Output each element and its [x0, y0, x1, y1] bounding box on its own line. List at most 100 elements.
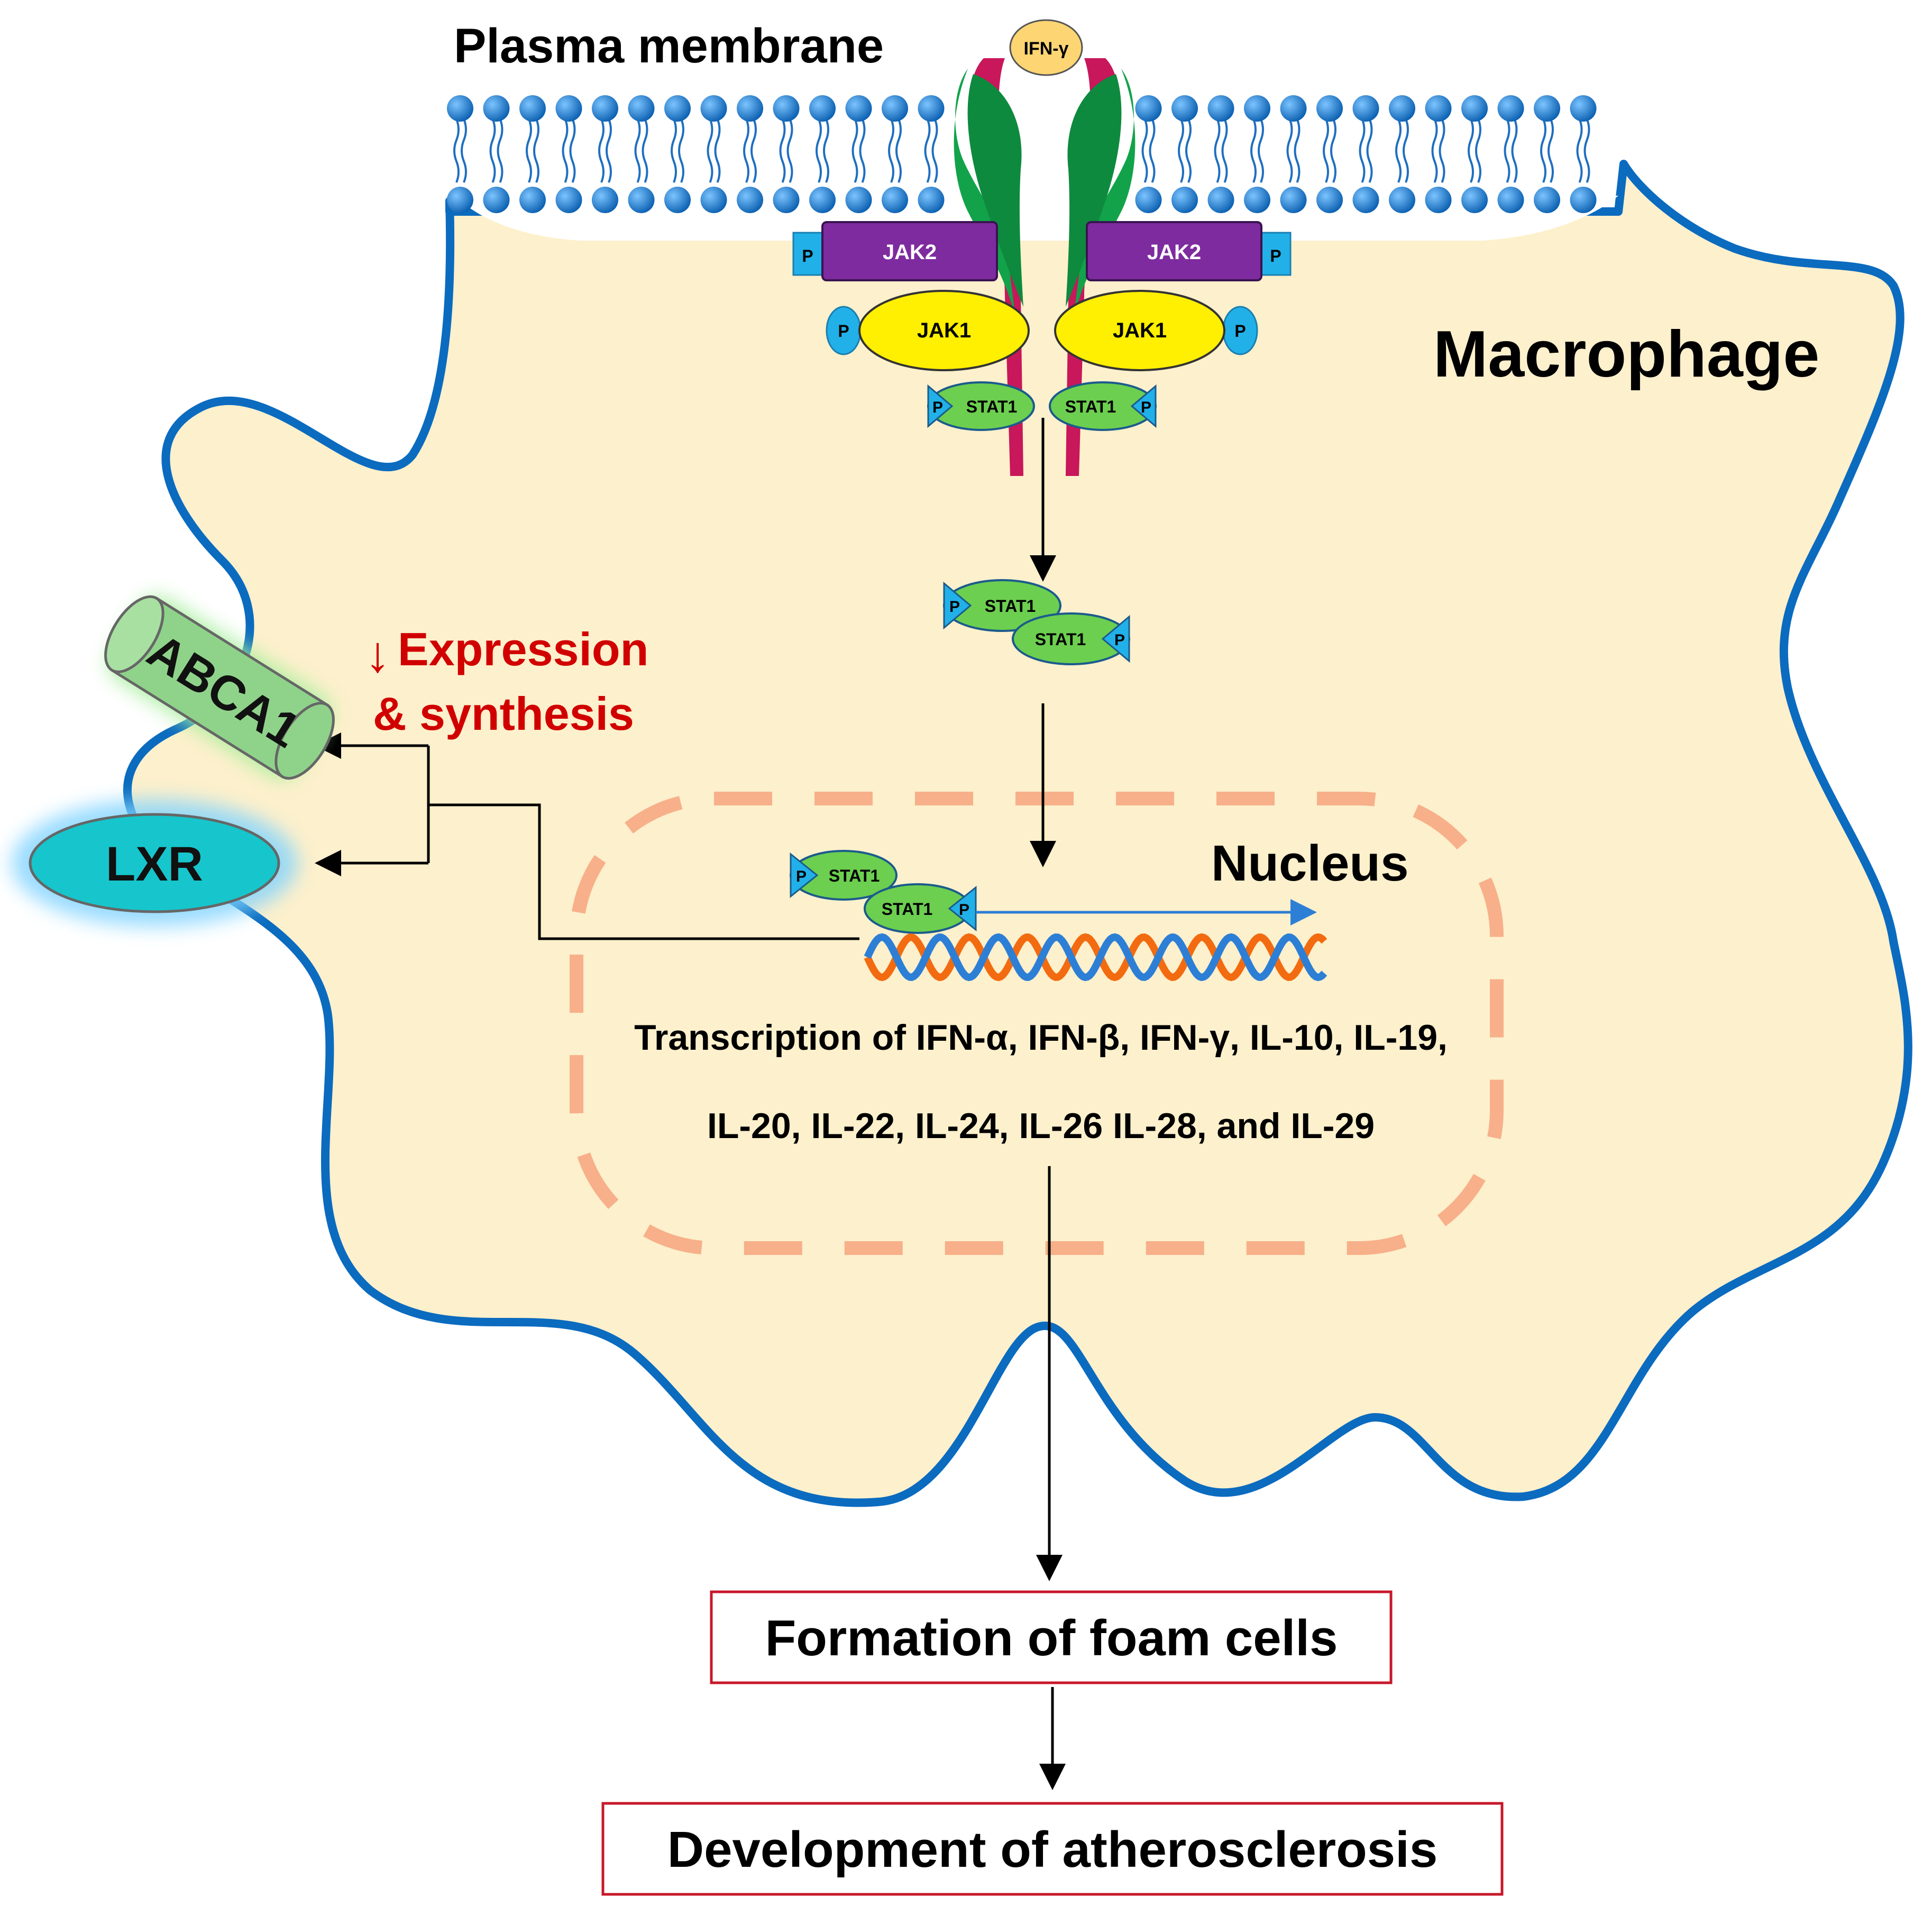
foam-cells-box — [710, 1590, 1393, 1684]
jak1-right-phospho: P — [1234, 322, 1246, 341]
lipid-tail — [1576, 118, 1583, 183]
lipid-head — [483, 187, 510, 213]
lipid-tail — [859, 118, 866, 183]
lipid-tail — [1221, 118, 1228, 183]
lipid-tail — [1431, 118, 1438, 183]
lipid-head — [737, 95, 763, 122]
lipid-head — [519, 187, 546, 213]
lipid-head — [1207, 187, 1234, 213]
lipid-head — [1389, 187, 1415, 213]
lipid-tail — [1185, 118, 1192, 183]
dna-strand-blue — [864, 933, 1327, 982]
lipid-tail — [851, 118, 858, 183]
lipid-head — [845, 95, 872, 122]
lipid-head — [1497, 187, 1524, 213]
lipid-tail — [634, 118, 641, 183]
lipid-tail — [1475, 118, 1481, 183]
jak2-right: P JAK2 — [1086, 221, 1292, 281]
lipid-tail — [453, 118, 460, 183]
lipid-head — [592, 95, 618, 122]
jak1-right-label: JAK1 — [1113, 319, 1167, 342]
jak1-right: P JAK1 — [1054, 290, 1258, 371]
atherosclerosis-label: Development of atherosclerosis — [667, 1821, 1437, 1878]
lipid-head — [1316, 95, 1343, 122]
lipid-head — [700, 95, 727, 122]
lipid-tail — [786, 118, 793, 183]
stat1-left-receptor-label: STAT1 — [966, 397, 1018, 416]
lipid-tail — [1439, 118, 1445, 183]
lipid-tail — [1258, 118, 1264, 183]
lipid-head — [773, 187, 800, 213]
lipid-head — [1497, 95, 1524, 122]
lipid-head — [1425, 187, 1452, 213]
lipid-tail — [895, 118, 902, 183]
lipid-tail — [1548, 118, 1554, 183]
lipid-tail — [1583, 118, 1590, 183]
stat1-right-receptor-phospho: P — [1141, 399, 1151, 416]
lipid-head — [664, 95, 691, 122]
down-arrow-symbol: ↓ — [365, 626, 390, 683]
lipid-head — [1135, 95, 1162, 122]
stat1-dimer-nucleus-phospho-2: P — [959, 901, 969, 919]
lipid-tail — [1149, 118, 1156, 183]
lipid-tail — [533, 118, 539, 183]
lipid-tail — [1141, 118, 1148, 183]
lipid-tail — [1511, 118, 1518, 183]
lipid-tail — [714, 118, 721, 183]
lipid-tail — [1214, 118, 1221, 183]
lipid-tail — [1323, 118, 1329, 183]
lipid-tail — [642, 118, 648, 183]
lipid-head — [1352, 95, 1379, 122]
lipid-head — [737, 187, 763, 213]
lipid-head — [447, 187, 473, 213]
lipid-tail — [823, 118, 829, 183]
lipid-tail — [671, 118, 677, 183]
lipid-head — [1280, 187, 1307, 213]
ifn-gamma-ligand — [1009, 19, 1083, 76]
stat1-dimer-nucleus-label-1: STAT1 — [829, 866, 880, 885]
lipid-head — [628, 187, 655, 213]
plasma-membrane-label: Plasma membrane — [454, 19, 884, 73]
lipid-head — [700, 187, 727, 213]
lipid-head — [1570, 95, 1597, 122]
jak2-left-phospho: P — [802, 246, 813, 265]
stat1-dimer-cytoplasm-phospho-2: P — [1114, 631, 1125, 649]
lipid-head — [773, 95, 800, 122]
lipid-tail — [1250, 118, 1257, 183]
lipid-head — [592, 187, 618, 213]
lipid-head — [1207, 95, 1234, 122]
lipid-tail — [931, 118, 938, 183]
lipid-tail — [924, 118, 931, 183]
lipid-tail — [1468, 118, 1474, 183]
stat1-dimer-cytoplasm-label-1: STAT1 — [985, 597, 1036, 616]
lipid-head — [1280, 95, 1307, 122]
atherosclerosis-box — [601, 1802, 1504, 1896]
lipid-head — [555, 95, 582, 122]
lipid-tail — [461, 118, 467, 183]
jak2-right-label: JAK2 — [1147, 241, 1201, 264]
lipid-tail — [526, 118, 532, 183]
lipid-tail — [750, 118, 757, 183]
lipid-head — [483, 95, 510, 122]
lipid-tail — [707, 118, 713, 183]
lipid-head — [918, 187, 945, 213]
lipid-head — [845, 187, 872, 213]
lipid-tail — [816, 118, 822, 183]
stat1-dimer-cytoplasm-phospho-1: P — [949, 598, 960, 616]
stat1-right-receptor: P STAT1 — [1049, 381, 1157, 431]
lipid-tail — [1178, 118, 1184, 183]
jak1-left-label: JAK1 — [917, 319, 971, 342]
lipid-tail — [1359, 118, 1366, 183]
inhibition-connector — [428, 803, 859, 940]
lipid-head — [1171, 187, 1198, 213]
lipid-head — [1461, 187, 1488, 213]
lipid-head — [519, 95, 546, 122]
jak2-left: P JAK2 — [792, 221, 998, 281]
foam-cells-label: Formation of foam cells — [765, 1610, 1338, 1666]
jak2-right-phospho: P — [1270, 246, 1281, 265]
lipid-tail — [1540, 118, 1546, 183]
lipid-head — [1534, 187, 1560, 213]
lipid-tail — [489, 118, 496, 183]
stat1-dimer-nucleus-label-2: STAT1 — [882, 900, 933, 919]
